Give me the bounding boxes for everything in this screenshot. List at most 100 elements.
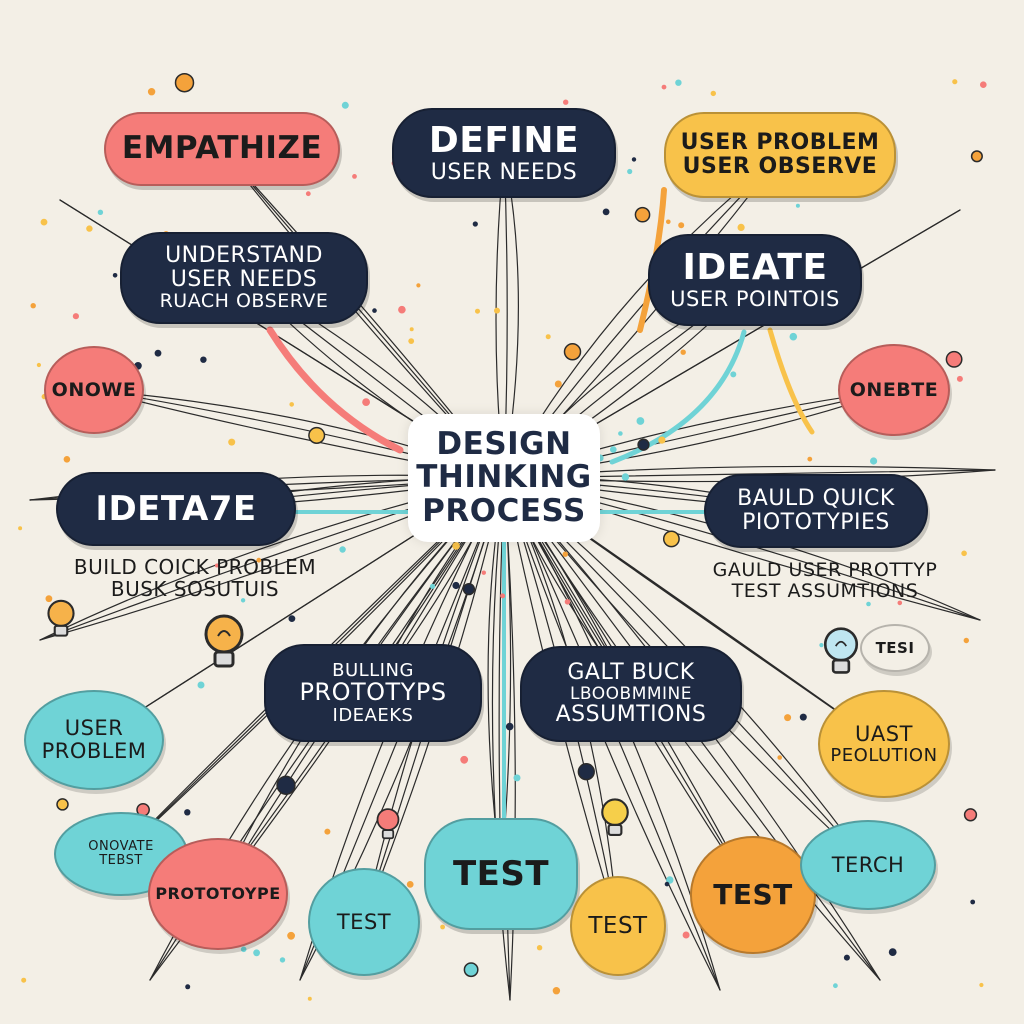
node-uast-line-2: PEOLUTION [830, 744, 938, 766]
node-build-quick: BAULD QUICK PIOTOTYPIES [704, 474, 928, 548]
decor-dot [819, 643, 824, 648]
decor-dot [970, 150, 983, 163]
decor-dot [777, 755, 782, 760]
node-test-4: TEST [690, 836, 816, 954]
node-onowe-line-1: ONOWE [51, 378, 137, 401]
decor-dot [602, 208, 610, 216]
lightbulb-icon [204, 614, 244, 668]
decor-dot [307, 996, 312, 1001]
node-user-problem-bubble-line-2: PROBLEM [41, 739, 147, 763]
node-test-4-line-1: TEST [713, 877, 793, 911]
decor-dot [240, 598, 246, 603]
decor-dot [276, 775, 296, 795]
decor-dot [563, 343, 582, 361]
node-test-2-line-1: TEST [452, 853, 550, 894]
decor-dot [440, 924, 445, 930]
decor-dot [631, 157, 637, 162]
decor-dot [21, 977, 27, 983]
decor-dot [463, 962, 479, 978]
node-galt-buck: GALT BUCK LBOOBMMINE ASSUMTIONS [520, 646, 742, 742]
decor-dot [710, 90, 716, 97]
decor-dot [40, 218, 48, 226]
decor-dot [324, 828, 331, 835]
decor-dot [963, 808, 978, 822]
decor-dot [409, 327, 414, 332]
node-test-3: TEST [570, 876, 666, 976]
decor-dot [253, 949, 260, 957]
node-user-problem-observe-line-1: USER PROBLEM [680, 130, 880, 156]
decor-dot [408, 338, 415, 344]
node-uast-line-1: UAST [855, 721, 913, 746]
decor-dot [945, 350, 963, 368]
decor-dot [666, 876, 674, 884]
decor-dot [97, 209, 104, 215]
decor-dot [45, 595, 53, 603]
decor-dot [305, 191, 311, 197]
decor-dot [961, 550, 967, 557]
decor-dot [737, 223, 745, 231]
node-user-problem-bubble-line-1: USER [64, 716, 124, 741]
caption-right-line-1: GAULD USER PROTTYP [712, 559, 938, 581]
node-bulling: BULLING PROTOTYPS IDEAEKS [264, 644, 482, 742]
node-galt-buck-line-2: LBOOBMMINE [569, 683, 693, 704]
decor-dot [184, 809, 191, 816]
node-onebte-line-1: ONEBTE [849, 378, 939, 401]
node-onovate-line-1: ONOVATE [88, 838, 154, 854]
node-user-problem-observe: USER PROBLEM USER OBSERVE [664, 112, 896, 198]
decor-dot [339, 546, 346, 553]
decor-dot [256, 557, 262, 563]
decor-dot [970, 899, 976, 905]
decor-dot [661, 84, 667, 90]
decor-dot [289, 402, 295, 407]
decor-dot [513, 774, 521, 782]
decor-dot [545, 334, 551, 340]
decor-dot [398, 305, 406, 314]
node-bulling-line-3: IDEAEKS [332, 704, 414, 726]
decor-dot [72, 313, 79, 320]
caption-left-line-2: BUSK SOSUTUIS [110, 577, 280, 602]
decor-dot [308, 426, 326, 444]
decor-dot [287, 931, 295, 940]
decor-dot [460, 755, 469, 764]
decor-dot [675, 79, 682, 86]
decor-dot [416, 283, 421, 288]
lightbulb-icon [47, 599, 75, 637]
decor-dot [372, 308, 377, 313]
decor-dot [86, 225, 93, 232]
node-ideate-top: IDEATE USER POINTOIS [648, 234, 862, 326]
decor-dot [870, 457, 878, 465]
decor-dot [956, 375, 963, 382]
decor-dot [18, 526, 23, 531]
decor-dot [36, 362, 42, 368]
decor-dot [214, 563, 219, 568]
decor-dot [730, 371, 737, 378]
node-empathize: EMPATHIZE [104, 112, 340, 186]
decor-dot [494, 307, 500, 314]
decor-dot [680, 349, 686, 355]
connector-line [503, 477, 516, 1001]
decor-dot [536, 945, 543, 951]
decor-dot [789, 332, 798, 341]
decor-dot [952, 79, 958, 85]
decor-dot [618, 431, 623, 436]
node-prototype-line-1: PROTOTOYPE [155, 884, 281, 904]
lightbulb-icon [823, 627, 859, 674]
decor-dot [362, 398, 370, 406]
decor-dot [564, 599, 571, 605]
decor-dot [562, 551, 568, 557]
node-user-problem-observe-line-2: USER OBSERVE [682, 154, 878, 179]
node-uast: UAST PEOLUTION [818, 690, 950, 798]
decor-dot [666, 219, 671, 225]
decor-dot [658, 436, 666, 444]
node-understand-line-1: UNDERSTAND [165, 242, 323, 268]
decor-dot [963, 637, 969, 644]
node-ideate-top-line-2: USER POINTOIS [670, 287, 840, 312]
decor-dot [897, 600, 903, 606]
node-bulling-line-2: PROTOTYPS [299, 678, 447, 707]
decor-dot [352, 174, 357, 179]
node-bulling-line-1: BULLING [332, 659, 414, 681]
decor-dot [627, 168, 633, 175]
node-prototype: PROTOTOYPE [148, 838, 288, 950]
decor-dot [279, 957, 286, 963]
